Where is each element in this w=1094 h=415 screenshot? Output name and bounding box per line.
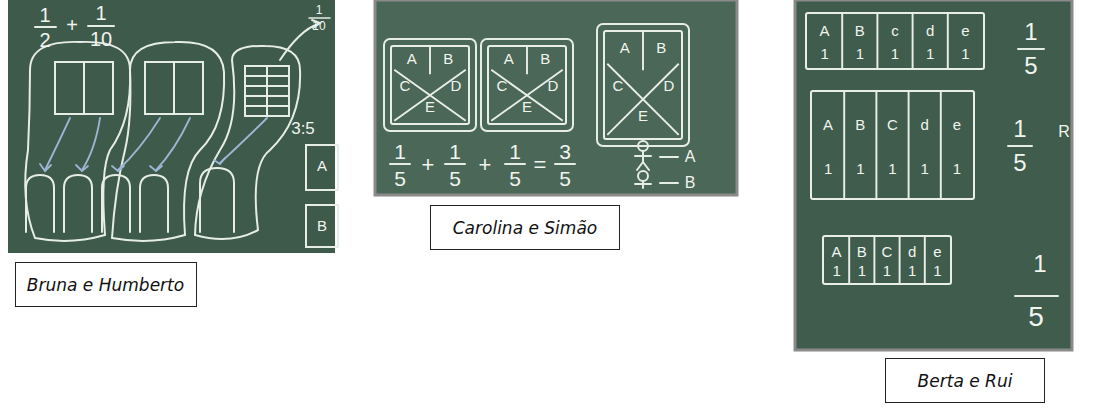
chalk-letter: E: [425, 99, 435, 114]
chalk-letter: C: [882, 243, 893, 258]
caption-text: Carolina e Simão: [453, 218, 597, 238]
chalk-letter: C: [612, 78, 623, 93]
chalk-letter: 1: [908, 263, 916, 278]
chalk-letter: C: [887, 116, 898, 131]
chalk-letter: B: [857, 243, 867, 258]
chalk-label: 10: [312, 20, 325, 32]
chalk-letter: 1: [953, 161, 961, 176]
chalk-label: 5: [1024, 54, 1037, 78]
chalk-label: +: [479, 154, 492, 176]
caption-box: Carolina e Simão: [430, 205, 620, 250]
chalk-letter: C: [496, 78, 507, 93]
chalk-letter: 1: [824, 161, 832, 176]
chalk-label: 1: [316, 4, 323, 16]
chalkboard-photo: [8, 0, 335, 253]
chalk-letter: 1: [921, 161, 929, 176]
chalk-arrow: [40, 118, 267, 171]
chalk-letter: 1: [820, 45, 828, 60]
chalkboard-photo: [375, 0, 737, 195]
chalk-label: A: [317, 158, 327, 173]
chalk-letter: 1: [858, 263, 866, 278]
chalk-label: 3: [559, 141, 571, 162]
chalk-label: 5: [559, 168, 571, 189]
chalk-label: 10: [90, 29, 112, 49]
chalk-letter: 1: [883, 263, 891, 278]
chalk-letter: A: [407, 50, 417, 65]
chalk-label: 1: [95, 3, 106, 23]
chalk-letter: D: [450, 78, 461, 93]
chalk-label: 5: [449, 168, 461, 189]
chalk-label: B: [685, 175, 696, 191]
chalk-label: 5: [1013, 151, 1026, 175]
chalk-letter: B: [443, 50, 453, 65]
chalk-letter: 1: [933, 263, 941, 278]
chalk-letter: 1: [856, 161, 864, 176]
chalk-letter: A: [504, 50, 514, 65]
chalk-label: 5: [509, 168, 521, 189]
caption-box: Bruna e Humberto: [15, 262, 197, 307]
chalk-letter: A: [823, 116, 833, 131]
chalk-rectangle: A B C DE: [603, 30, 683, 140]
chalk-letter: B: [540, 50, 550, 65]
chalk-letter: D: [547, 78, 558, 93]
chalk-letter: c: [891, 23, 899, 38]
chalk-label: 2: [39, 30, 50, 50]
chalk-label: 1: [1013, 117, 1026, 141]
chalk-letter: 1: [961, 45, 969, 60]
chalk-letter: E: [638, 107, 648, 122]
chalkboard-photo: [795, 0, 1072, 350]
chalk-letter: A: [820, 23, 830, 38]
chalk-label: 1: [39, 5, 50, 25]
chalk-letter: d: [921, 116, 929, 131]
chalk-letter: 1: [891, 45, 899, 60]
chalk-label: =: [534, 154, 547, 176]
chalk-letter: d: [926, 23, 934, 38]
chalk-label: 1: [1024, 20, 1037, 44]
chalk-label: A: [685, 149, 696, 165]
caption-text: Bruna e Humberto: [27, 275, 184, 295]
chalk-label: 5: [1028, 303, 1044, 331]
chalk-letter: E: [522, 99, 532, 114]
chalk-label: +: [66, 15, 78, 35]
chalk-label: 5: [394, 168, 406, 189]
chalk-label: 1: [394, 141, 406, 162]
caption-text: Berta e Rui: [918, 371, 1013, 391]
chalk-label: R: [1058, 124, 1070, 140]
chalk-label: 3:5: [291, 120, 315, 137]
chalk-letter: d: [908, 243, 916, 258]
chalk-letter: 1: [888, 161, 896, 176]
chalk-label: +: [422, 154, 435, 176]
chalk-rectangle: A B C DE: [390, 45, 470, 125]
chalk-letter: C: [399, 78, 410, 93]
chalk-label: 1: [509, 141, 521, 162]
chalk-letter: e: [961, 23, 969, 38]
chalk-label: 1: [449, 141, 461, 162]
chalk-letter: D: [663, 78, 674, 93]
chalk-letter: B: [855, 116, 865, 131]
chalk-letter: A: [620, 39, 630, 54]
chalk-letter: e: [953, 116, 961, 131]
chalk-letter: 1: [832, 263, 840, 278]
chalk-letter: e: [933, 243, 941, 258]
chalk-letter: A: [832, 243, 842, 258]
chalk-label: 1: [1033, 252, 1046, 276]
chalk-letter: 1: [926, 45, 934, 60]
caption-box: Berta e Rui: [885, 358, 1045, 403]
chalk-label: B: [317, 218, 327, 233]
chalk-rectangle: A 1 B 1 C 1 d 1 e 1: [810, 90, 975, 200]
chalk-drawing: [25, 18, 1058, 296]
chalk-letter: B: [656, 39, 666, 54]
chalk-rectangle: A1B1C1d1e1: [822, 235, 952, 285]
chalk-rectangle: A B C DE: [487, 45, 567, 125]
chalk-letter: 1: [856, 45, 864, 60]
chalk-divider: [812, 92, 973, 198]
chalk-letter: B: [855, 23, 865, 38]
chalk-rectangle: A 1 B 1 c 1 d 1 e 1: [805, 12, 985, 70]
